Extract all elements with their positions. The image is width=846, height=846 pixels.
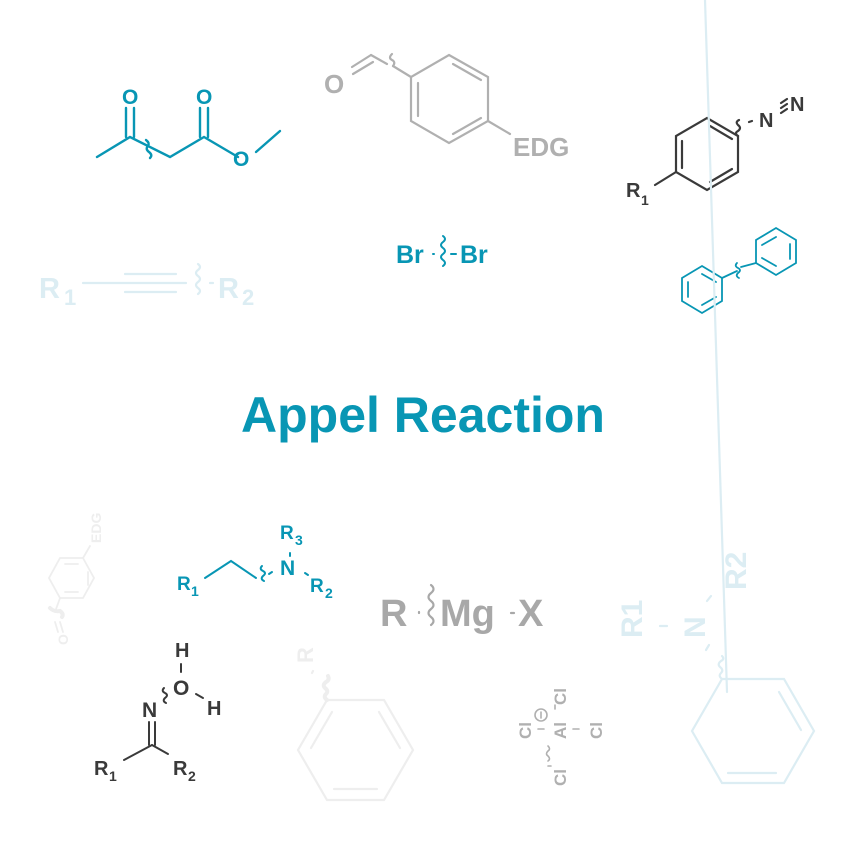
atom-label: O — [233, 148, 249, 171]
molecule-bromine: Br Br — [396, 235, 488, 269]
atom-label: R — [39, 273, 60, 305]
molecule-oxime: H O H N R 1 R 2 — [94, 640, 221, 784]
atom-label: R — [293, 647, 318, 663]
atom-label: N — [679, 616, 712, 638]
molecule-grignard: R Mg X — [380, 583, 544, 635]
atom-label: 3 — [295, 532, 303, 548]
atom-label: R — [626, 180, 641, 202]
wavy-bond-icon — [388, 52, 396, 68]
wavy-bond-icon — [734, 262, 741, 279]
atom-label: N — [142, 699, 157, 722]
atom-label: 2 — [188, 768, 196, 784]
wavy-bond-icon — [144, 138, 153, 160]
atom-label: Br — [460, 241, 488, 269]
atom-label: Cl — [516, 722, 535, 739]
atom-label: Al — [551, 722, 570, 739]
atom-label: X — [518, 593, 544, 635]
page-title: Appel Reaction — [241, 387, 605, 443]
wavy-bond-icon — [440, 235, 446, 267]
molecule-aniline: R1 N R2 — [616, 0, 816, 785]
atom-label: R — [380, 593, 407, 635]
atom-label: O — [196, 86, 212, 109]
atom-label: R — [94, 758, 109, 780]
molecule-aryl-diazonium: N N R 1 — [626, 94, 804, 208]
atom-label: EDG — [513, 132, 569, 162]
molecule-biphenyl — [681, 226, 797, 315]
atom-label: EDG — [88, 513, 104, 543]
atom-label: H — [207, 698, 221, 720]
wavy-bond-icon — [194, 262, 202, 296]
molecule-aluminate: Cl Al Cl Cl Cl — [516, 688, 606, 786]
atom-label: R — [280, 523, 294, 544]
atom-label: 2 — [325, 585, 333, 601]
atom-label: O — [55, 634, 71, 645]
molecule-tertiary-amine: R 1 N R 2 R 3 — [177, 523, 333, 601]
wavy-bond-icon — [161, 687, 168, 704]
atom-label: R — [173, 758, 188, 780]
atom-label: N — [280, 557, 295, 580]
wavy-bond-icon — [545, 745, 551, 762]
molecule-aryl-r: R — [293, 647, 415, 802]
atom-label: 2 — [242, 285, 254, 310]
wavy-bond-icon — [717, 654, 725, 681]
wavy-bond-icon — [734, 118, 742, 138]
molecule-methyl-acetoacetate: O O O — [95, 86, 282, 171]
atom-label: R — [218, 273, 239, 305]
atom-label: O — [173, 677, 189, 700]
atom-label: Mg — [440, 593, 495, 635]
atom-label: Cl — [551, 769, 570, 786]
wavy-bond-icon — [259, 565, 266, 582]
atom-label: Br — [396, 241, 424, 269]
atom-label: R2 — [720, 552, 753, 590]
atom-label: 1 — [109, 768, 117, 784]
atom-label: O — [122, 86, 138, 109]
molecule-small-benzaldehyde-edg: O EDG — [47, 513, 104, 645]
atom-label: N — [759, 110, 773, 132]
atom-label: N — [790, 94, 804, 116]
molecule-alkyne: R 1 R 2 — [39, 262, 254, 310]
atom-label: Cl — [587, 722, 606, 739]
atom-label: Cl — [551, 688, 570, 705]
atom-label: 1 — [64, 285, 76, 310]
atom-label: R — [310, 576, 324, 597]
molecule-benzaldehyde-edg: O EDG — [324, 52, 569, 162]
atom-label: H — [175, 640, 189, 662]
atom-label: O — [324, 69, 344, 99]
wavy-bond-icon — [321, 674, 331, 702]
atom-label: R — [177, 574, 191, 595]
atom-label: 1 — [641, 192, 649, 208]
wavy-bond-icon — [427, 583, 435, 627]
atom-label: R1 — [616, 600, 649, 638]
atom-label: 1 — [191, 583, 199, 599]
